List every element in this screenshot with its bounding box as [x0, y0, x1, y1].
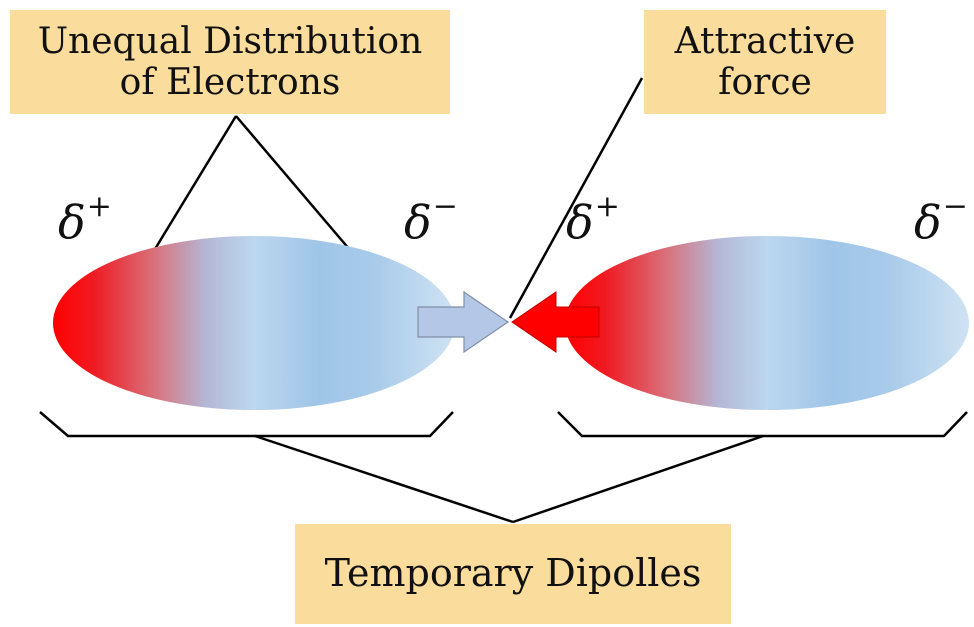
unequal-label-line1: Unequal Distribution [37, 20, 423, 62]
right-molecule [565, 236, 969, 410]
attractive-force-label: Attractive force [644, 10, 886, 114]
right-delta-negative-sign: − [942, 189, 968, 224]
attractive-label-line1: Attractive [674, 20, 856, 62]
attractive-label-line2: force [718, 62, 812, 103]
connector-unequal-right [235, 115, 351, 251]
temporary-label-text: Temporary Dipolles [324, 551, 702, 596]
left-delta-negative-symbol: δ [404, 195, 432, 250]
right-delta-negative-symbol: δ [914, 195, 942, 250]
right-delta-positive-symbol: δ [566, 195, 594, 250]
right-delta-negative: δ− [914, 192, 968, 246]
connector-temporary-left [254, 434, 514, 524]
left-delta-negative: δ− [404, 192, 458, 246]
left-delta-negative-sign: − [432, 189, 458, 224]
unequal-distribution-label: Unequal Distribution of Electrons [10, 10, 450, 114]
connector-attractive [508, 77, 644, 319]
temporary-dipoles-label: Temporary Dipolles [295, 524, 731, 624]
right-delta-positive: δ+ [566, 192, 620, 246]
left-delta-positive: δ+ [58, 192, 112, 246]
connector-temporary-right [512, 434, 764, 524]
right-delta-positive-sign: + [594, 189, 620, 224]
left-bracket [39, 411, 454, 438]
red-arrow [511, 291, 600, 353]
left-delta-positive-sign: + [86, 189, 112, 224]
left-delta-positive-symbol: δ [58, 195, 86, 250]
right-bracket [557, 411, 968, 438]
left-molecule [53, 236, 455, 410]
unequal-label-line2: of Electrons [119, 62, 341, 103]
blue-arrow [417, 290, 510, 354]
connector-unequal-left [150, 115, 238, 255]
